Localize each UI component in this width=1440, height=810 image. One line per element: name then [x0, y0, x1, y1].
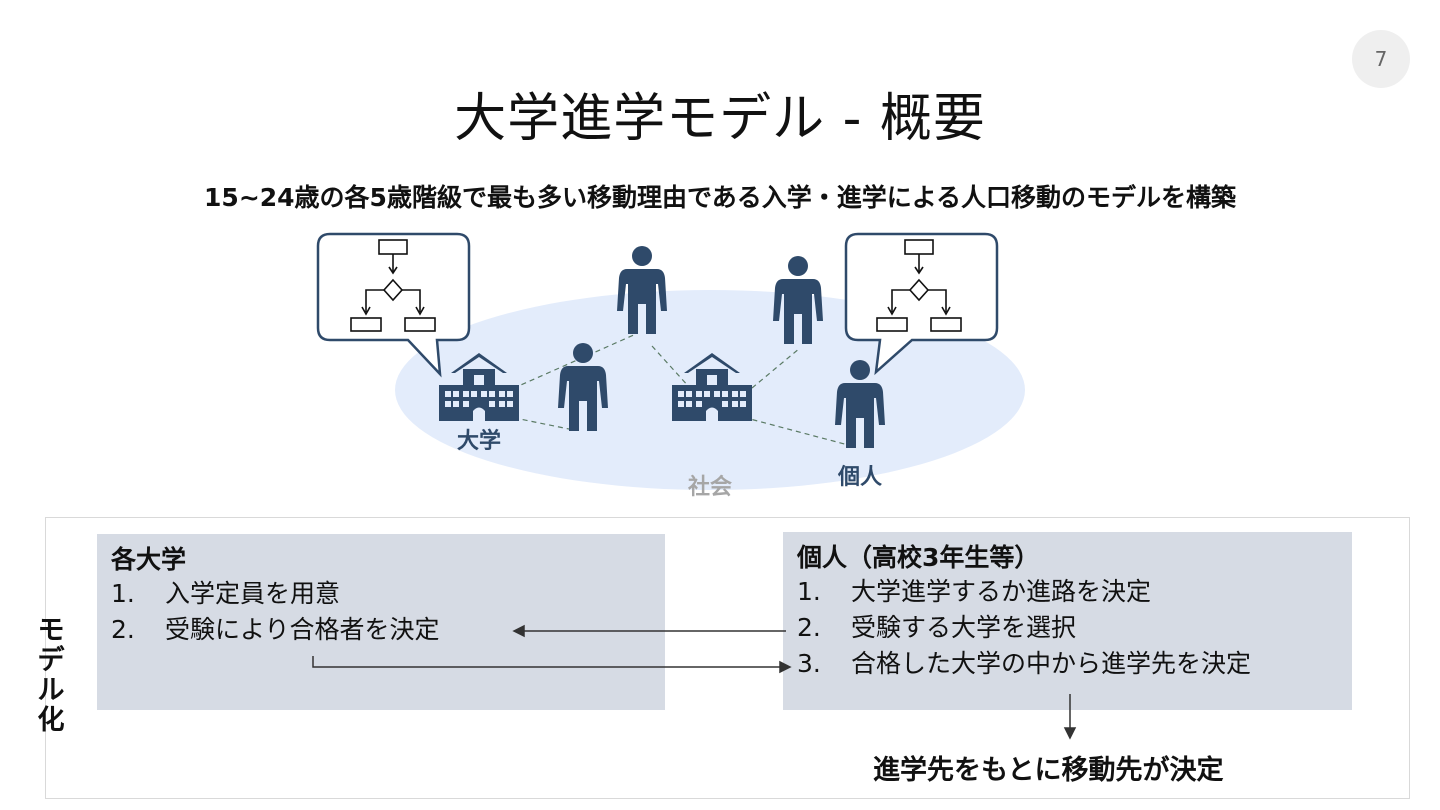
slide-subtitle: 15~24歳の各5歳階級で最も多い移動理由である入学・進学による人口移動のモデル…: [204, 183, 1236, 212]
university-item: 2. 受験により合格者を決定: [111, 612, 651, 648]
society-label: 社会: [688, 474, 732, 500]
item-number: 3.: [797, 649, 821, 678]
individual-item: 2. 受験する大学を選択: [797, 610, 1338, 646]
university-label: 大学: [457, 428, 501, 454]
flowchart-icon: [350, 239, 436, 332]
individual-item: 1. 大学進学するか進路を決定: [797, 574, 1338, 610]
model-side-label: モデル化: [37, 615, 65, 736]
page-number: 7: [1352, 30, 1410, 88]
item-number: 1.: [111, 579, 135, 608]
item-text: 受験により合格者を決定: [165, 615, 440, 644]
item-text: 受験する大学を選択: [851, 613, 1077, 642]
individual-box-title: 個人（高校3年生等）: [797, 543, 1040, 572]
model-frame: [45, 517, 1410, 799]
flowchart-icon: [876, 239, 962, 332]
item-text: 入学定員を用意: [165, 579, 341, 608]
individual-item: 3. 合格した大学の中から進学先を決定: [797, 646, 1338, 682]
item-number: 1.: [797, 577, 821, 606]
pass-arrow: [312, 656, 780, 668]
item-text: 大学進学するか進路を決定: [851, 577, 1152, 606]
individual-box: 個人（高校3年生等） 1. 大学進学するか進路を決定 2. 受験する大学を選択 3.…: [783, 532, 1352, 710]
university-box: 各大学 1. 入学定員を用意 2. 受験により合格者を決定: [97, 534, 665, 710]
decide-arrow: [1063, 694, 1077, 740]
university-box-title: 各大学: [111, 545, 187, 574]
item-number: 2.: [797, 613, 821, 642]
pass-arrow-head: [779, 660, 792, 674]
item-number: 2.: [111, 615, 135, 644]
item-text: 合格した大学の中から進学先を決定: [851, 649, 1252, 678]
conclusion-text: 進学先をもとに移動先が決定: [873, 755, 1224, 786]
speech-bubble-left: [316, 232, 471, 378]
apply-arrow: [512, 624, 786, 638]
speech-bubble-right: [844, 232, 999, 376]
individual-label: 個人: [837, 465, 882, 490]
slide-title: 大学進学モデル - 概要: [454, 89, 986, 149]
university-item: 1. 入学定員を用意: [111, 576, 651, 612]
